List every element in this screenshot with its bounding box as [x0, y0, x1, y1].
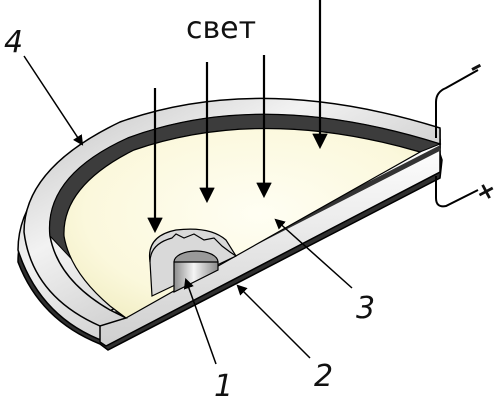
plus-terminal-label: +	[470, 174, 501, 208]
part-label-4: 4	[4, 25, 23, 60]
terminal-wires	[435, 69, 479, 208]
leader-lines	[23, 55, 353, 365]
light-label: свет	[186, 11, 256, 46]
part-label-2: 2	[314, 359, 333, 394]
part-label-1: 1	[214, 369, 233, 400]
part-label-3: 3	[356, 291, 375, 326]
junction-contact	[148, 228, 237, 297]
light-arrows	[147, 0, 328, 234]
